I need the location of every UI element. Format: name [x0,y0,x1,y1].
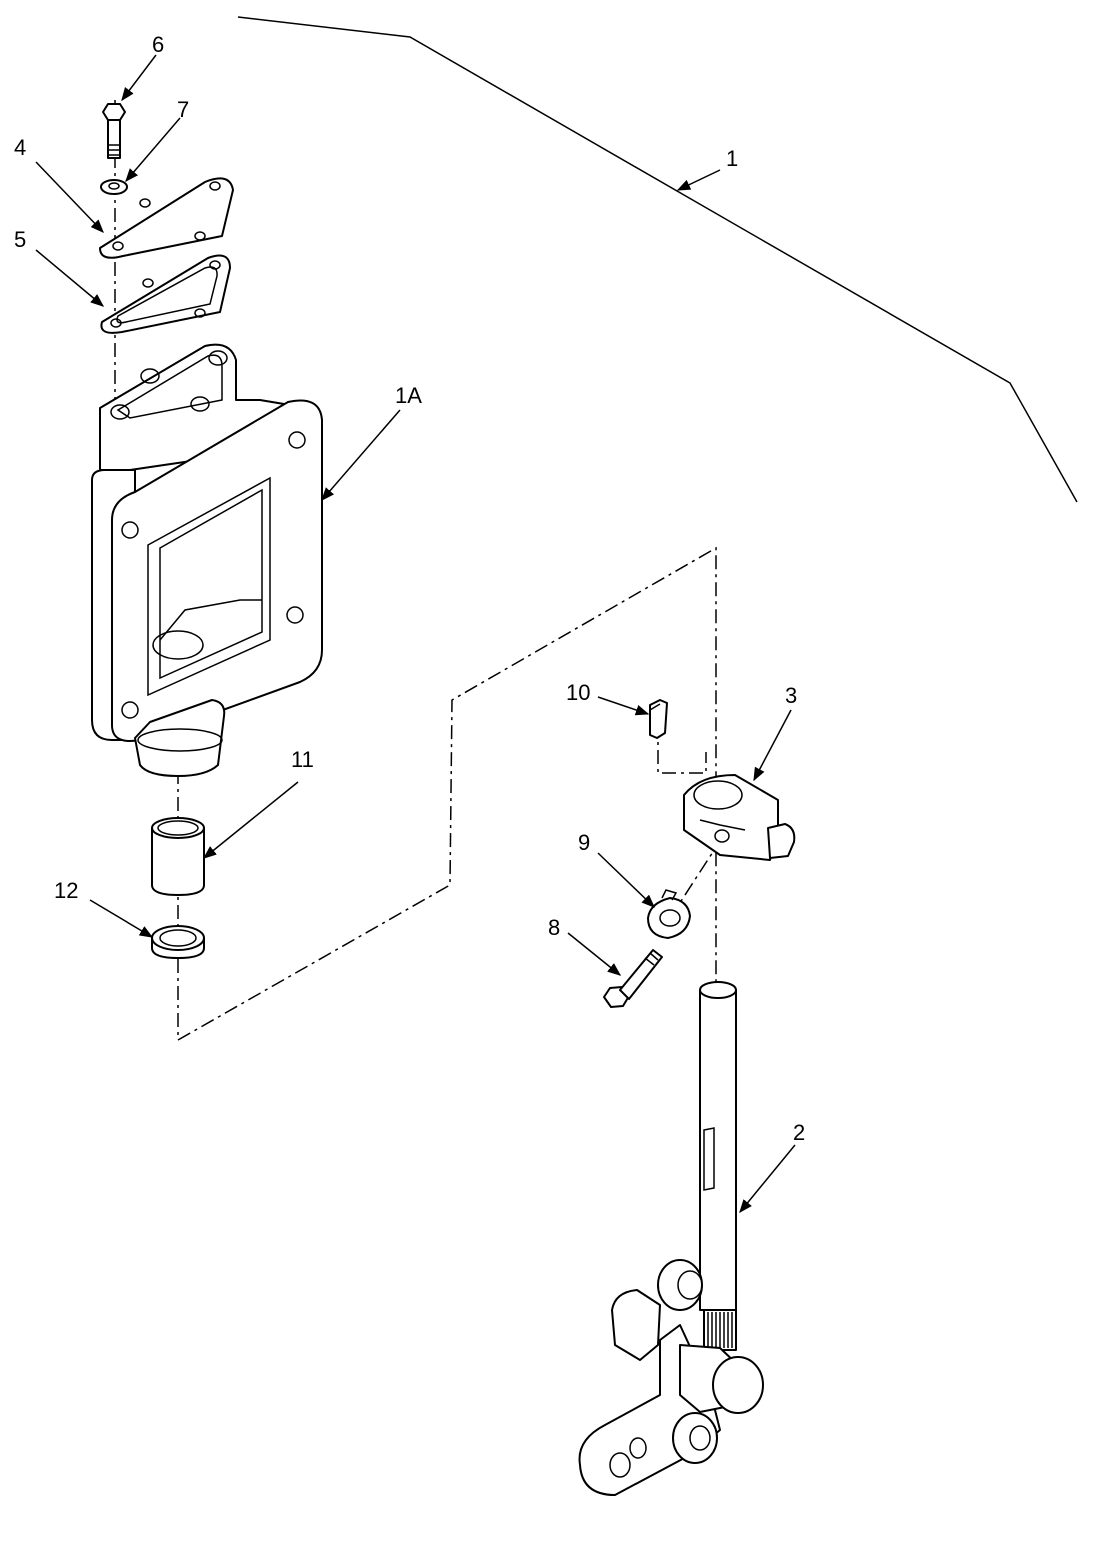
callout-1a: 1A [395,383,422,408]
shaft-lever-part-2 [578,981,764,1496]
callout-6: 6 [152,32,164,57]
callout-8: 8 [548,915,560,940]
bolt-part-6 [102,103,126,159]
gasket-part-5 [100,254,231,334]
washer-part-9 [647,889,691,939]
callout-3: 3 [785,683,797,708]
washer-part-7 [100,179,128,195]
callout-7: 7 [177,97,189,122]
callout-10: 10 [566,680,590,705]
callout-9: 9 [578,830,590,855]
callout-11: 11 [291,747,314,772]
callout-4: 4 [14,135,26,160]
callout-2: 2 [793,1120,805,1145]
bolt-part-8 [603,949,663,1008]
assembly-boundary-line [237,16,1078,503]
ring-part-12 [151,925,205,959]
callout-12: 12 [54,878,78,903]
bushing-part-11 [151,817,205,896]
housing-part-1A [91,343,323,777]
key-part-10 [649,699,668,739]
leader-lines [35,54,796,1214]
callout-5: 5 [14,227,26,252]
clamp-collar-part-3 [683,774,796,861]
cover-plate-part-4 [99,177,234,259]
callout-1: 1 [726,146,738,171]
assembly-centerlines [114,100,723,1041]
